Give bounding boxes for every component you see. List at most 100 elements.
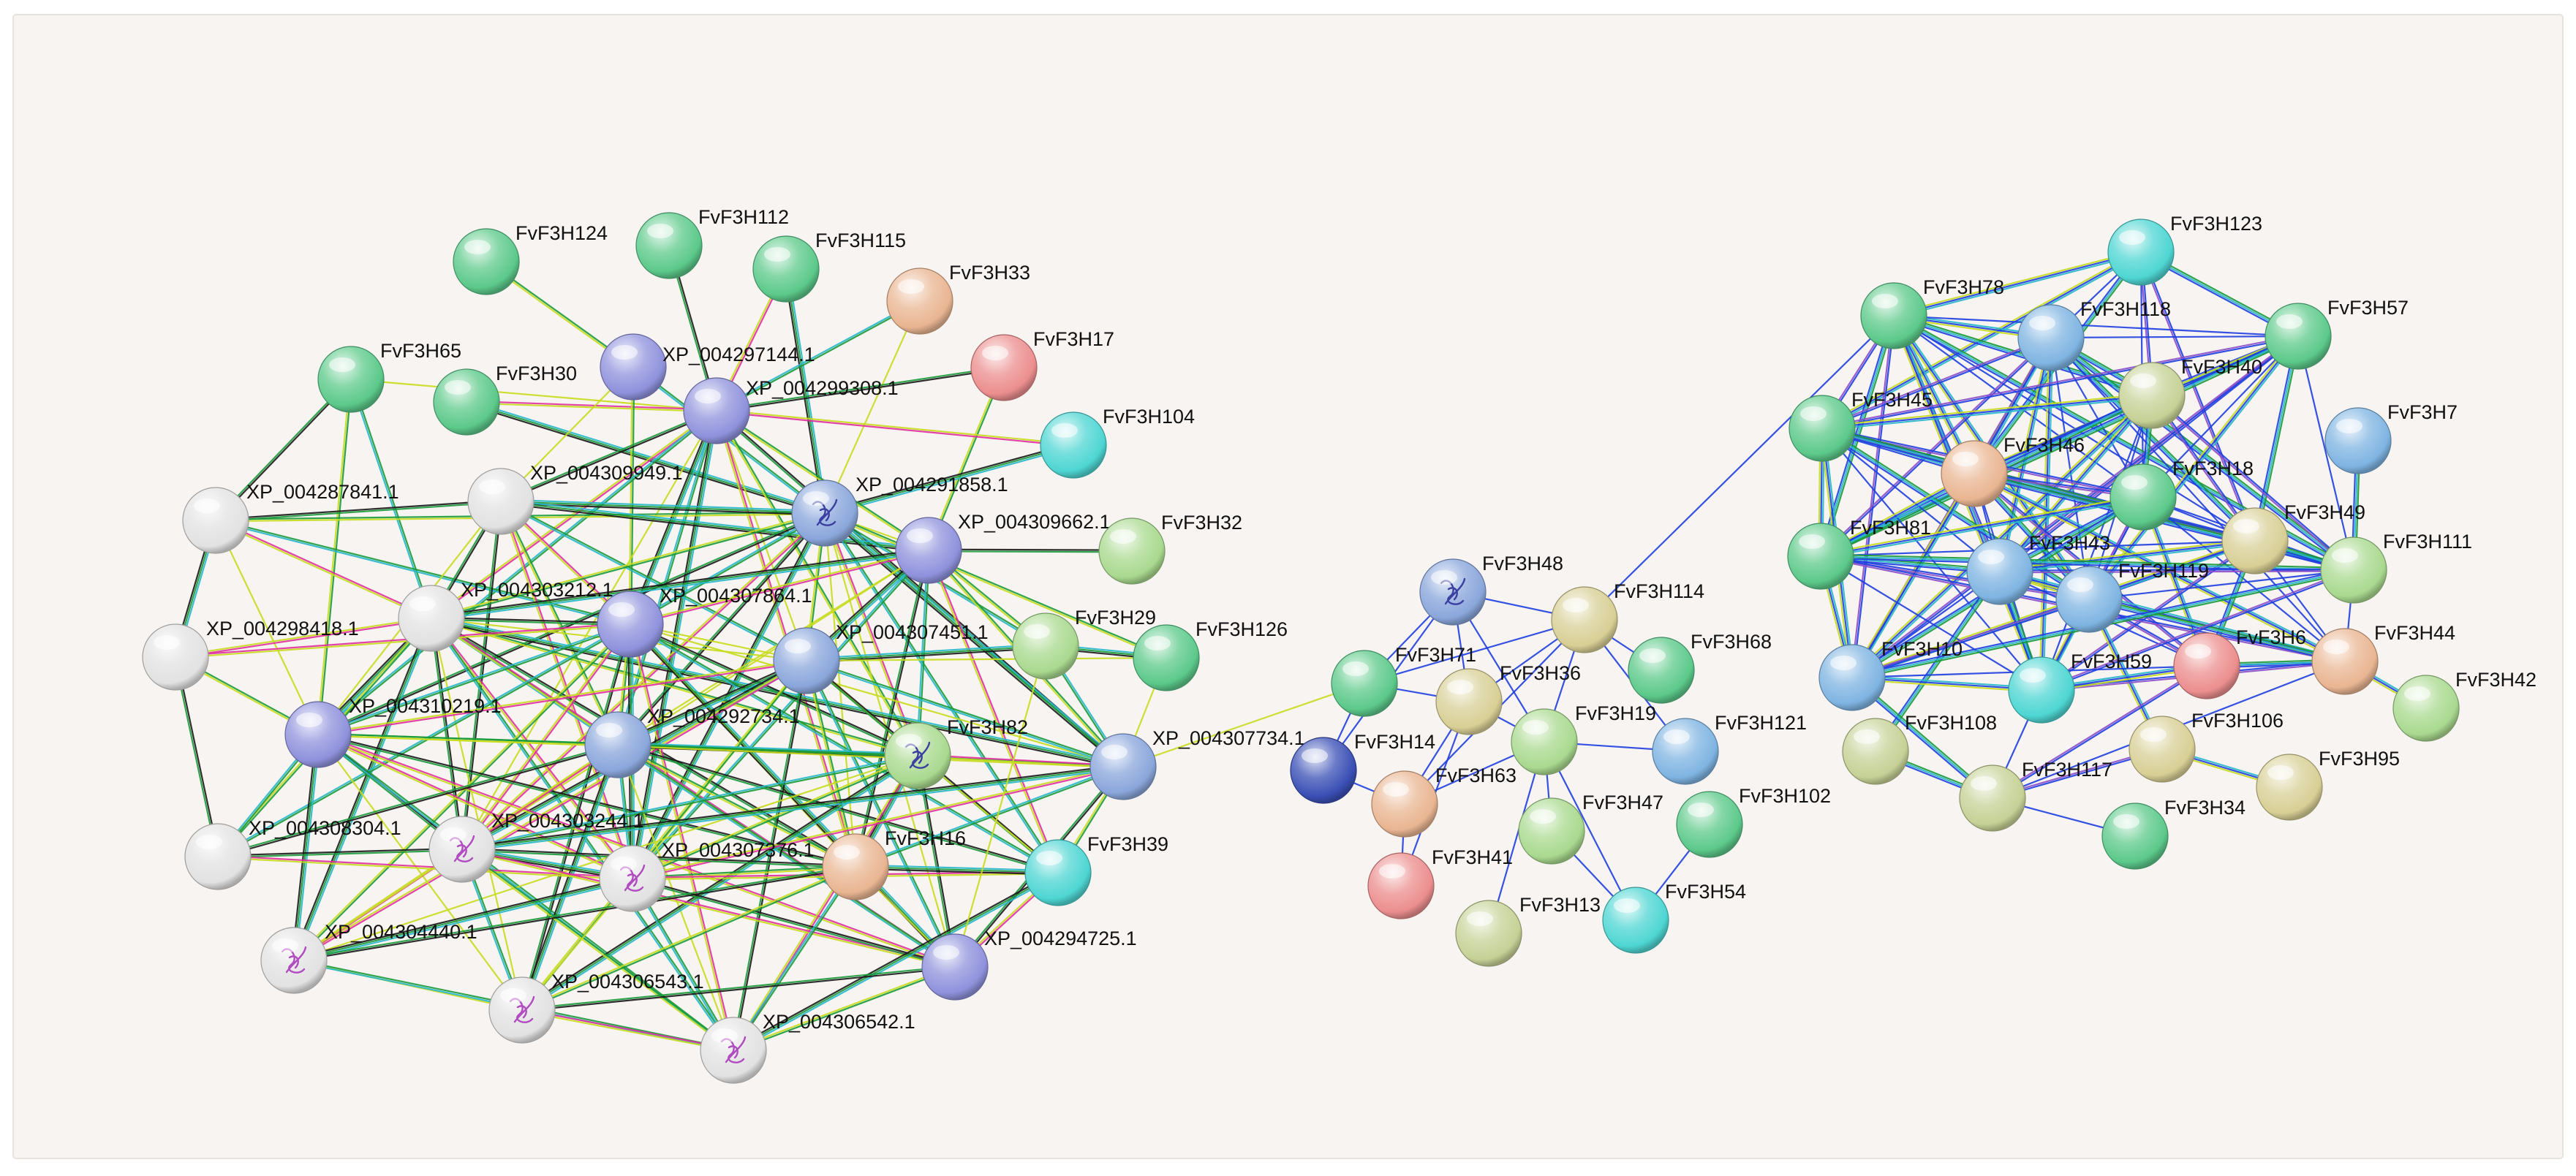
protein-node[interactable]: FvF3H29 — [1012, 607, 1156, 680]
protein-node[interactable]: XP_004307734.1 — [1089, 727, 1305, 800]
protein-node[interactable]: FvF3H123 — [2107, 213, 2262, 286]
node-sphere[interactable] — [1518, 797, 1585, 865]
protein-node[interactable]: FvF3H104 — [1040, 406, 1195, 479]
protein-node[interactable]: FvF3H126 — [1133, 618, 1288, 691]
node-sphere[interactable] — [433, 368, 500, 436]
protein-node[interactable]: XP_004291858.1 — [791, 474, 1008, 547]
node-sphere[interactable] — [1455, 900, 1522, 967]
protein-node[interactable]: FvF3H121 — [1652, 712, 1807, 785]
node-sphere[interactable] — [683, 377, 750, 444]
node-sphere[interactable] — [752, 235, 820, 303]
node-sphere[interactable] — [1941, 440, 2008, 507]
node-sphere[interactable] — [2107, 219, 2175, 286]
protein-node[interactable]: FvF3H17 — [970, 328, 1114, 401]
protein-node[interactable]: FvF3H54 — [1602, 881, 1746, 954]
node-sphere[interactable] — [2256, 754, 2323, 821]
node-sphere[interactable] — [1133, 624, 1200, 691]
protein-node[interactable]: FvF3H33 — [886, 262, 1030, 335]
protein-node[interactable]: FvF3H16 — [822, 827, 966, 900]
node-sphere[interactable] — [1676, 791, 1743, 858]
protein-node[interactable]: FvF3H59 — [2008, 650, 2152, 724]
node-sphere[interactable] — [2017, 304, 2085, 371]
protein-node[interactable]: XP_004308304.1 — [184, 817, 401, 890]
protein-node[interactable]: XP_004310219.1 — [284, 695, 502, 768]
protein-node[interactable]: FvF3H13 — [1455, 894, 1601, 967]
protein-node[interactable]: FvF3H112 — [635, 206, 789, 279]
node-sphere[interactable] — [2320, 536, 2387, 604]
node-sphere[interactable] — [895, 517, 962, 584]
node-sphere[interactable] — [822, 833, 889, 900]
protein-node[interactable]: XP_004294725.1 — [921, 927, 1137, 1001]
node-sphere[interactable] — [584, 711, 651, 778]
node-sphere[interactable] — [2173, 632, 2240, 699]
protein-node[interactable]: FvF3H57 — [2265, 297, 2409, 370]
protein-node[interactable]: FvF3H19 — [1511, 702, 1656, 775]
node-sphere[interactable] — [1511, 708, 1578, 775]
protein-node[interactable]: XP_004306543.1 — [488, 971, 704, 1044]
protein-node[interactable]: XP_004304440.1 — [260, 921, 477, 994]
protein-node[interactable]: XP_004297144.1 — [600, 333, 815, 401]
node-sphere[interactable] — [1602, 887, 1669, 954]
protein-node[interactable]: FvF3H114 — [1551, 580, 1704, 653]
protein-node[interactable]: XP_004303212.1 — [398, 579, 613, 652]
node-sphere[interactable] — [2055, 566, 2123, 633]
node-sphere[interactable] — [284, 701, 352, 768]
protein-node[interactable]: FvF3H47 — [1518, 792, 1663, 865]
protein-node[interactable]: FvF3H48 — [1419, 553, 1563, 626]
node-sphere[interactable] — [1966, 538, 2033, 605]
protein-node[interactable]: XP_004306542.1 — [700, 1011, 915, 1084]
protein-node[interactable]: FvF3H7 — [2324, 401, 2458, 474]
protein-node[interactable]: XP_004287841.1 — [182, 481, 399, 554]
node-sphere[interactable] — [453, 228, 520, 295]
node-sphere[interactable] — [1012, 612, 1079, 680]
protein-node[interactable]: FvF3H44 — [2311, 622, 2455, 695]
protein-node[interactable]: FvF3H39 — [1024, 833, 1168, 906]
node-sphere[interactable] — [1371, 770, 1438, 838]
node-sphere[interactable] — [398, 585, 465, 652]
node-sphere[interactable] — [2109, 463, 2177, 531]
protein-node[interactable]: FvF3H106 — [2129, 710, 2284, 783]
node-sphere[interactable] — [1818, 644, 1886, 711]
node-sphere[interactable] — [1860, 282, 1927, 349]
protein-node[interactable]: XP_004309662.1 — [895, 511, 1111, 584]
protein-node[interactable]: FvF3H82 — [884, 716, 1028, 789]
protein-node[interactable]: FvF3H81 — [1787, 517, 1931, 590]
node-sphere[interactable] — [635, 212, 703, 279]
node-sphere[interactable] — [1098, 517, 1166, 585]
protein-node[interactable]: XP_004307376.1 — [599, 839, 815, 912]
protein-node[interactable]: FvF3H68 — [1628, 631, 1772, 704]
protein-node[interactable]: FvF3H40 — [2118, 356, 2262, 429]
protein-node[interactable]: XP_004299308.1 — [683, 377, 899, 444]
protein-node[interactable]: XP_004307451.1 — [773, 621, 989, 694]
protein-node[interactable]: FvF3H43 — [1966, 532, 2110, 605]
node-sphere[interactable] — [1024, 839, 1092, 906]
protein-node[interactable]: FvF3H14 — [1290, 731, 1435, 804]
node-sphere[interactable] — [182, 487, 249, 554]
protein-node[interactable]: FvF3H18 — [2109, 458, 2254, 531]
node-sphere[interactable] — [773, 627, 840, 694]
protein-node[interactable]: FvF3H6 — [2173, 626, 2306, 699]
protein-node[interactable]: FvF3H95 — [2256, 748, 2400, 821]
protein-node[interactable]: FvF3H46 — [1941, 434, 2085, 507]
node-sphere[interactable] — [1367, 852, 1435, 919]
node-sphere[interactable] — [1959, 765, 2026, 832]
node-sphere[interactable] — [1842, 718, 1909, 785]
node-sphere[interactable] — [1331, 650, 1398, 717]
protein-node[interactable]: FvF3H78 — [1860, 276, 2004, 349]
node-sphere[interactable] — [1789, 395, 1856, 462]
node-sphere[interactable] — [2311, 628, 2379, 695]
protein-node[interactable]: FvF3H63 — [1371, 765, 1516, 838]
protein-node[interactable]: FvF3H118 — [2017, 298, 2171, 371]
protein-node[interactable]: FvF3H71 — [1331, 644, 1476, 717]
node-sphere[interactable] — [597, 591, 664, 658]
protein-node[interactable]: FvF3H102 — [1676, 785, 1831, 858]
protein-node[interactable]: FvF3H115 — [752, 229, 906, 303]
protein-node[interactable]: XP_004309949.1 — [467, 462, 683, 535]
node-sphere[interactable] — [1628, 637, 1695, 704]
protein-node[interactable]: FvF3H30 — [433, 363, 577, 436]
node-sphere[interactable] — [2101, 803, 2169, 870]
node-sphere[interactable] — [1551, 586, 1618, 653]
node-sphere[interactable] — [142, 623, 209, 691]
protein-node[interactable]: FvF3H65 — [317, 340, 461, 413]
protein-node[interactable]: FvF3H34 — [2101, 797, 2245, 870]
